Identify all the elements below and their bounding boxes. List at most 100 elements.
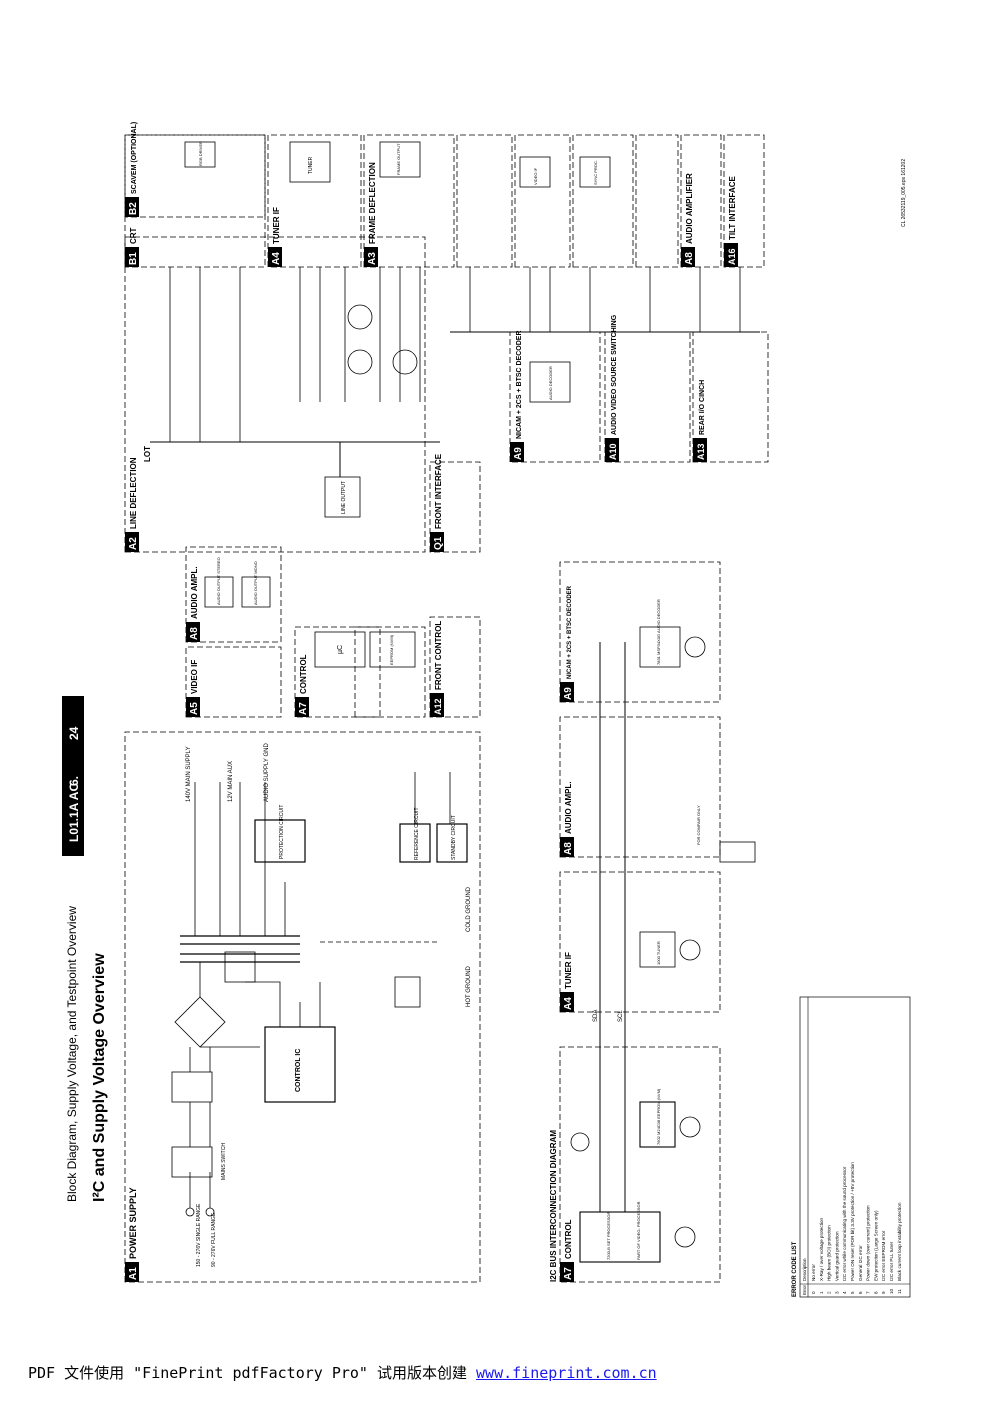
block-audio-ampl [185,546,282,643]
error-col-header: Description [802,1258,807,1281]
error-description: EW protection (Large Screen only) [873,1210,878,1281]
error-description: General I2C error [858,1245,863,1281]
block-name: FRAME DEFLECTION [368,162,377,244]
reference-circuit-label: REFERENCE CIRCUIT [414,807,420,860]
error-col-header: Error [802,1284,807,1295]
hot-ground-label: HOT GROUND [466,965,472,1007]
block-name: CRT [129,227,138,244]
error-description: High beam (BCI) protection [827,1225,832,1281]
block-crt [124,134,266,268]
block-name: SCAVEM (OPTIONAL) [131,122,138,194]
block-id: A4 [563,997,574,1010]
block-frame-deflection [363,134,455,268]
block-name: AUDIO AMPLIFIER [685,173,694,244]
audio-output-stereo: AUDIO OUTPUT STEREO [216,557,221,605]
block-id: A7 [298,702,309,715]
error-rows: 0 No error 1 X-Ray / over voltage protectio… [811,1162,902,1294]
chapter-label: 6. [67,776,81,786]
error-code: 8 [873,1291,878,1294]
error-description: Power ON reset (POR bit) 3.3V protection… [850,1162,855,1281]
scl-label: SCL [618,1010,624,1022]
block-name: NICAM + 2CS + BTSC DECODER [516,330,523,439]
block-name: CONTROL [564,1219,573,1259]
block-id: A7 [563,1267,574,1280]
block-front-interface [429,461,481,553]
block-id: A1 [128,1267,139,1280]
error-code: 1 [819,1291,824,1294]
error-code: 6 [858,1291,863,1294]
error-code: 10 [889,1288,894,1294]
block-front-control [429,616,481,718]
block-power-supply-right [456,134,513,268]
block-name: AUDIO VIDEO SOURCE SWITCHING [611,314,618,435]
sync-proc-label: SYNC PROC. [593,160,598,185]
block-id: A2 [128,537,139,550]
error-description: I2C error EEPROM error [881,1230,886,1281]
block-name: VIDEO IF [190,660,199,694]
block-id: A5 [189,702,200,715]
single-range-label: 150 - 276V SINGLE RANGE [196,1203,202,1267]
error-code: 0 [811,1291,816,1294]
main-supply-label: 140V MAIN SUPPLY [186,746,192,802]
error-table-title: ERROR CODE LIST [792,1241,798,1297]
block-name: NICAM + 2CS + BTSC DECODER [567,585,573,679]
i2c-block-nicam [559,561,721,703]
error-description: X-Ray / over voltage protection [819,1217,824,1281]
footer-text: PDF 文件使用 "FinePrint pdfFactory Pro" 试用版本… [28,1364,467,1382]
set-processor-label: 7200-B SET PROCESSOR [606,1212,611,1261]
standby-circuit-box [436,823,468,863]
block-id: A13 [696,443,706,460]
block-id: A8 [563,842,574,855]
pdf-footer: PDF 文件使用 "FinePrint pdfFactory Pro" 试用版本… [28,1362,968,1388]
tuner-label: TUNER [308,156,314,174]
mains-switch-label: MAINS SWITCH [221,1143,227,1180]
block-video-if [185,646,282,718]
error-table [799,996,911,1298]
protection-circuit-label: PROTECTION CIRCUIT [279,805,285,859]
error-description: Vertical guard protection [834,1231,839,1281]
i2c-block-tuner-if [559,871,721,1013]
block-name: FRONT INTERFACE [434,453,443,529]
footer-link[interactable]: www.fineprint.com.cn [476,1364,657,1382]
block-name: LINE DEFLECTION [129,457,138,529]
page-number: 24 [67,726,81,740]
doc-title: Block Diagram, Supply Voltage, and Testp… [65,906,79,1202]
block-name: TUNER IF [564,952,573,989]
block-name: POWER SUPPLY [128,1187,138,1259]
block-name: TILT INTERFACE [728,175,737,240]
error-description: I2C error while communicating with the s… [842,1166,847,1281]
block-synchronisation [354,626,381,718]
block-line-deflection [124,236,426,553]
block-tuner-if [267,134,362,268]
block-id: A10 [608,443,618,460]
block-video-if-right [514,134,571,268]
i2c-block-control [559,1046,721,1283]
block-scavem [124,134,266,218]
error-code: 3 [834,1291,839,1294]
block-id: A8 [684,252,695,265]
block-audio-amplifier [680,134,722,268]
control-ic-label: CONTROL IC [295,1049,302,1092]
block-id: A16 [727,248,737,265]
block-name: REAR I/O CINCH [699,380,706,435]
eeprom-label: EEPROM (NVM) [389,634,394,665]
block-name: AUDIO AMPL. [190,566,199,619]
rgb-driver-label: RGB DRIVER [198,141,203,166]
error-description: No error [811,1264,816,1281]
i2c-audio-decoder-label: 7831 MSP34X0G AUDIO DECODER [656,599,661,665]
doc-code: CL 26532119_005.eps 161202 [901,159,907,227]
error-code: 11 [897,1289,902,1294]
block-id: A9 [513,447,524,460]
protection-circuit-box [254,819,306,863]
video-processor-label: PART OF VIDEO- PROCESSOR [636,1201,641,1260]
error-code: 9 [881,1291,886,1294]
block-id: A8 [189,627,200,640]
error-description: I2C error PLL tuner [889,1241,894,1281]
block-id: B2 [128,202,139,215]
i2c-eeprom-label: 7602 M24C08 EEPROM (NVM) [656,1088,661,1145]
block-id: A12 [433,698,443,715]
block-name: FRONT CONTROL [434,621,443,690]
i2c-block-audio-ampl [559,716,721,858]
lot-label: LOT [143,446,152,462]
